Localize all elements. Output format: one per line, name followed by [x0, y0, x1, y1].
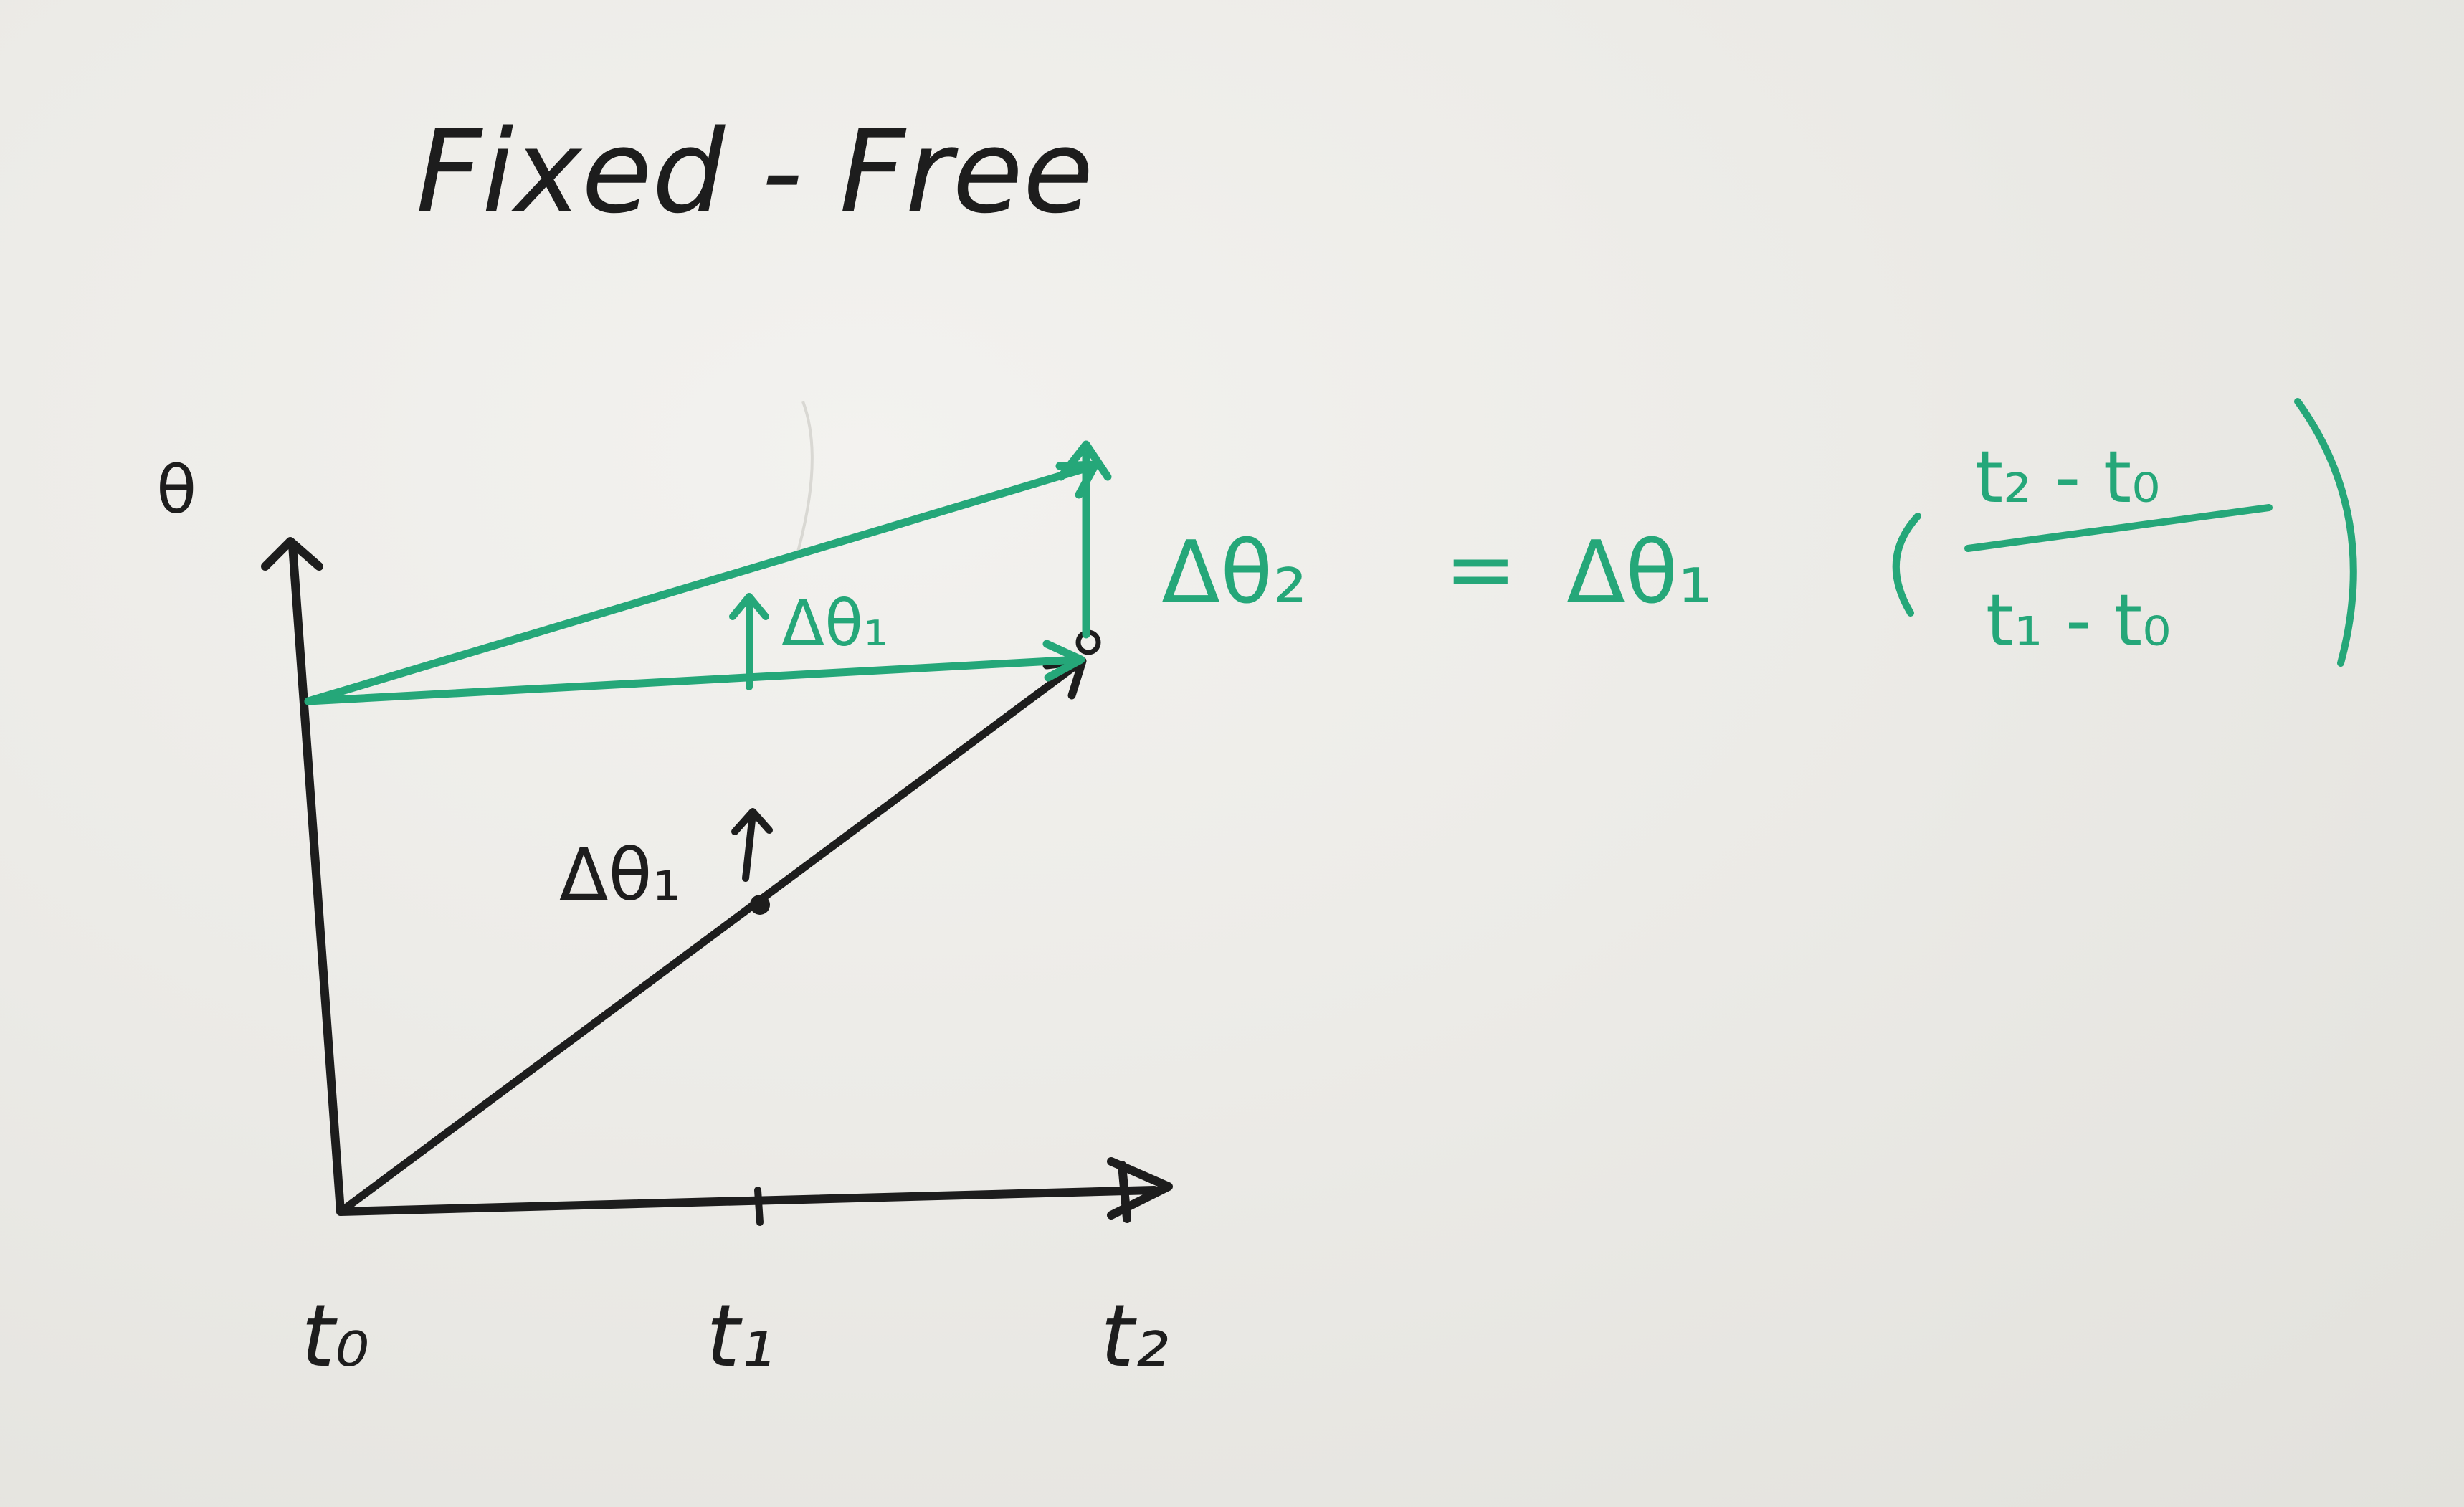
- fixed-line: [338, 629, 1101, 1214]
- green-base-arrow-icon: [1042, 640, 1085, 682]
- green-increment-label: Δθ₁: [781, 586, 888, 660]
- green-increment-arrow-icon: [729, 593, 769, 690]
- x-axis: [336, 1186, 1159, 1216]
- x-axis-arrow-icon: [1107, 1157, 1173, 1220]
- axes: [261, 537, 1173, 1226]
- tick-label-t1: t₁: [706, 1287, 774, 1387]
- tick-t1: [754, 1187, 764, 1226]
- page-title: Fixed - Free: [416, 105, 1093, 239]
- x-axis-arrow-tail: [1118, 1161, 1131, 1223]
- right-paren: [2294, 398, 2357, 667]
- left-paren: [1892, 513, 1921, 617]
- equation-equals: =: [1445, 520, 1517, 619]
- green-vertical-arrow-icon: [1057, 440, 1112, 481]
- tick-label-t2: t₂: [1100, 1287, 1169, 1387]
- y-axis: [288, 541, 345, 1216]
- diagonal-line: [338, 659, 1083, 1214]
- equation: Δθ₂ = Δθ₁ t₂ - t₀ t₁ - t₀: [1161, 398, 2357, 667]
- free-construction: [304, 440, 1112, 705]
- fraction-denominator: t₁ - t₀: [1986, 579, 2171, 662]
- paper-crease: [794, 401, 814, 560]
- fraction-bar: [1964, 504, 2273, 552]
- equation-factor: Δθ₁: [1566, 523, 1713, 623]
- fraction-numerator: t₂ - t₀: [1975, 435, 2160, 519]
- point-t1: [750, 895, 770, 915]
- green-base-line: [304, 655, 1083, 705]
- black-increment-arrow-icon: [731, 808, 773, 882]
- equation-lhs: Δθ₂: [1161, 523, 1308, 623]
- black-increment-label: Δθ₁: [559, 833, 681, 917]
- green-upper-line: [304, 462, 1098, 705]
- y-axis-label: θ: [156, 452, 196, 528]
- tick-label-t0: t₀: [301, 1287, 369, 1387]
- y-axis-arrow-icon: [261, 537, 323, 571]
